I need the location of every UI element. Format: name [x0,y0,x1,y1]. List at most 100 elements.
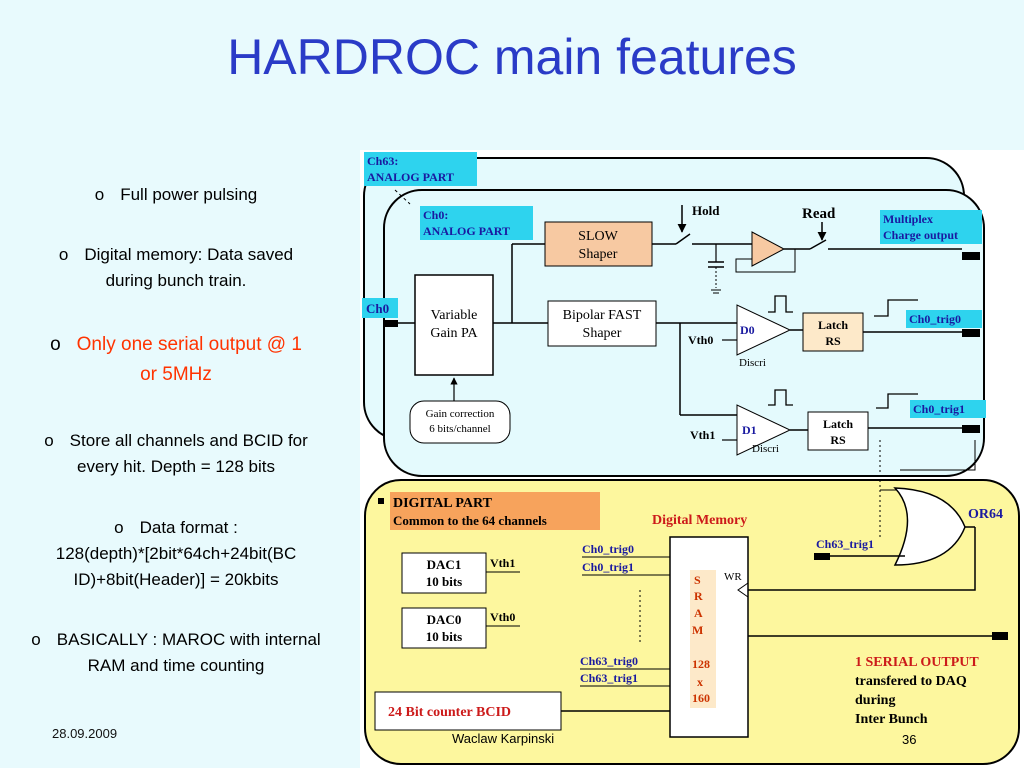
slow-shaper [544,221,653,267]
digital-part-line2: Common to the 64 channels [393,513,547,528]
d0-label: D0 [740,323,755,337]
mem-ch0-trig1: Ch0_trig1 [582,560,634,574]
wire [748,527,976,591]
slow-shaper-line1: SLOW [578,229,618,244]
fast-shaper-line1: Bipolar FAST [563,308,642,323]
d0-discri-label: Discri [739,357,766,369]
dac1-line2: 10 bits [426,574,462,589]
sram-x: x [697,675,703,689]
buffer-amp [751,231,786,267]
wire [900,440,976,471]
ch0-trig0-pin [962,329,980,337]
ch0-label-line1: Ch0: [423,208,448,222]
serial-output-pin [992,632,1008,640]
serial-desc-line2: during [855,693,895,708]
digital-memory-label: Digital Memory [652,513,747,528]
dac0-box [401,607,487,649]
corner-mark [378,498,384,504]
d1-label: D1 [742,423,757,437]
d1-discriminator [736,404,792,456]
pulse-icon [768,389,793,406]
bullet-marker: o [114,518,124,537]
ch0-label-line2: ANALOG PART [423,224,510,238]
digital-part-line1: DIGITAL PART [393,496,493,511]
ch63-label-line1: Ch63: [367,154,398,168]
hold-label: Hold [692,203,720,218]
variable-gain-pa [414,274,494,376]
latch0-line1: Latch [818,318,848,332]
dac1-box [401,552,487,594]
ch0-trig1-label-bg [910,400,986,418]
ch63-label-bg [364,152,477,186]
fast-shaper-line2: Shaper [583,326,622,341]
vga-line2: Gain PA [430,326,478,341]
bullet-marker: o [44,431,54,450]
serial-desc-line3: Inter Bunch [855,712,928,727]
ch63-trig1-pin [814,553,830,560]
slow-shaper-line2: Shaper [579,247,618,262]
read-label: Read [802,206,836,222]
ch0-input-pin [384,320,398,327]
vth1-label: Vth1 [690,428,715,442]
latch1-line1: Latch [823,417,853,431]
sram-a: A [694,606,703,620]
sram-s: S [694,573,701,587]
mem-ch0-trig0: Ch0_trig0 [582,542,634,556]
footer-author: Waclaw Karpinski [452,731,554,746]
ch63-label-line2: ANALOG PART [367,170,454,184]
multiplex-pin [962,252,980,260]
serial-output-label: 1 SERIAL OUTPUT [855,655,979,670]
ch0-trig1-label: Ch0_trig1 [913,402,965,416]
step-icon [874,299,918,317]
dac0-vth0: Vth0 [490,610,515,624]
or64-gate [893,487,966,566]
multiplex-label-bg [880,210,982,244]
ch0-analog-box [383,189,985,477]
bullet-marker: o [31,630,41,649]
bcid-counter-box [374,691,562,731]
ch0-input-bg [362,298,398,318]
gain-correction-line1: Gain correction [426,408,495,420]
hardroc-block-diagram: Ch63: ANALOG PART Ch0: ANALOG PART Ch0 V… [360,150,1024,768]
latch1-line2: RS [830,433,846,447]
bullet-marker: o [50,334,61,355]
sram-m: M [692,623,703,637]
d1-discri-label: Discri [752,443,779,455]
hold-switch [675,233,691,245]
sram-160: 160 [692,691,710,705]
footer-page-number: 36 [902,732,916,747]
dac0-line2: 10 bits [426,629,462,644]
clock-input-icon [737,582,749,598]
sram-label-bg [690,570,716,708]
dac1-line1: DAC1 [427,557,462,572]
read-switch [809,239,827,250]
footer-date: 28.09.2009 [52,726,118,741]
ch0-label-bg [420,206,533,240]
wire [735,249,796,273]
ch0-input-label: Ch0 [366,301,389,316]
or64-label: OR64 [968,507,1003,522]
ch0-trig1-pin [962,425,980,433]
latch0-line2: RS [825,334,841,348]
gain-correction-line2: 6 bits/channel [429,423,490,435]
bullet-marker: o [94,185,105,204]
sram-r: R [694,589,703,603]
pulse-icon [768,295,793,313]
latch-rs-1 [807,411,869,451]
fast-shaper [547,300,657,347]
multiplex-line1: Multiplex [883,212,933,226]
vga-line1: Variable [431,308,478,323]
wr-label: WR [724,571,742,583]
multiplex-line2: Charge output [883,228,958,242]
serial-desc-line1: transfered to DAQ [855,674,967,689]
dac1-vth1: Vth1 [490,556,515,570]
d0-discriminator [736,304,792,356]
mem-ch63-trig0: Ch63_trig0 [580,654,638,668]
slide-title: HARDROC main features [227,29,797,85]
